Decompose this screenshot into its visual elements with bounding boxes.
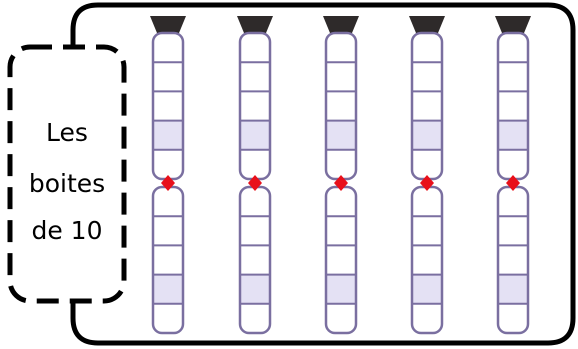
shaded-cell [412, 274, 442, 304]
outer-panel [70, 2, 576, 346]
shaded-cell [498, 120, 528, 150]
label-line-1: Les [46, 118, 88, 147]
shaded-cell [412, 120, 442, 150]
ten-box-column [237, 16, 273, 335]
midpoint-marker [334, 175, 348, 191]
label-line-2: boites [29, 169, 105, 198]
midpoint-marker [420, 175, 434, 191]
label-box [7, 44, 127, 304]
label-line-3: de 10 [31, 216, 102, 245]
shaded-cell [153, 274, 183, 304]
column-cap [495, 16, 531, 33]
shaded-cell [153, 120, 183, 150]
shaded-cell [326, 274, 356, 304]
shaded-cell [240, 120, 270, 150]
ten-box-column [150, 16, 186, 335]
midpoint-marker [161, 175, 175, 191]
ten-box-column [409, 16, 445, 335]
five-box-block [238, 31, 272, 181]
column-cap [323, 16, 359, 33]
column-cap [237, 16, 273, 33]
column-cap [150, 16, 186, 33]
ten-box-column [495, 16, 531, 335]
shaded-cell [240, 274, 270, 304]
midpoint-marker [248, 175, 262, 191]
ten-box-column [323, 16, 359, 335]
column-cap [409, 16, 445, 33]
ten-box-columns [150, 16, 531, 335]
midpoint-marker [506, 175, 520, 191]
label: Les boites de 10 [29, 118, 105, 245]
shaded-cell [498, 274, 528, 304]
shaded-cell [326, 120, 356, 150]
